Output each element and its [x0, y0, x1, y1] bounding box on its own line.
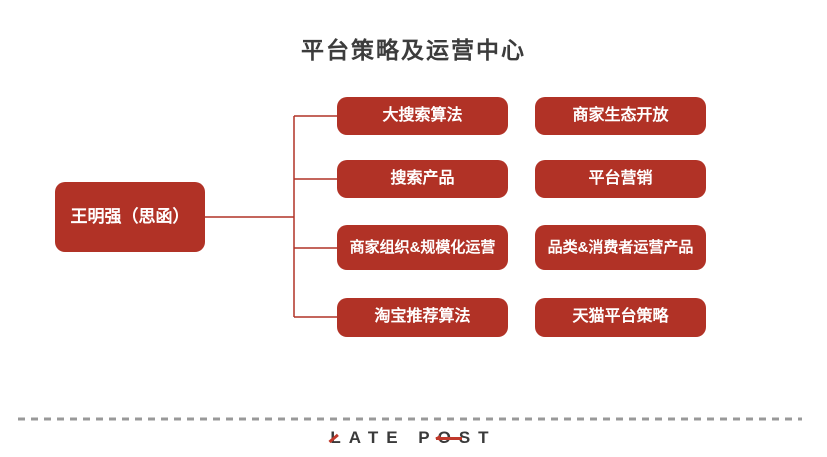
right-node-tmall-platform-strategy: 天猫平台策略	[535, 298, 706, 337]
middle-node-search-algorithm: 大搜索算法	[337, 97, 508, 135]
middle-node-search-product: 搜索产品	[337, 160, 508, 198]
root-node-wang-mingqiang: 王明强（思函）	[55, 182, 205, 252]
latepost-logo: LATE POST	[328, 428, 497, 448]
right-node-platform-marketing: 平台营销	[535, 160, 706, 198]
right-node-merchant-ecosystem-open: 商家生态开放	[535, 97, 706, 135]
latepost-logo-text: LATE POST	[330, 428, 497, 447]
middle-node-merchant-org-scale-ops: 商家组织&规模化运营	[337, 225, 508, 270]
footer: LATE POST	[0, 428, 827, 448]
page-title: 平台策略及运营中心	[301, 37, 526, 63]
logo-o-arrow-accent	[435, 435, 463, 441]
middle-node-taobao-recommendation-algorithm: 淘宝推荐算法	[337, 298, 508, 337]
right-node-category-consumer-ops-product: 品类&消费者运营产品	[535, 225, 706, 270]
